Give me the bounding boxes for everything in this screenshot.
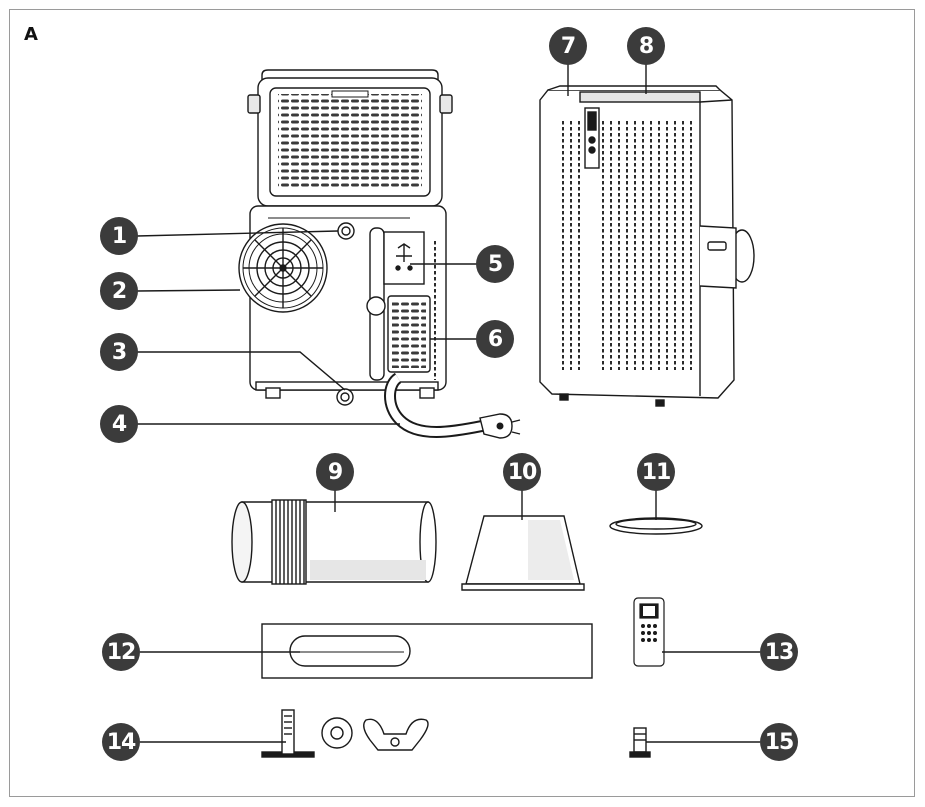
callout-9: 9 [316,453,354,491]
leader-lines [136,64,760,743]
figure-frame [9,9,915,797]
callout-2: 2 [100,272,138,310]
callout-15: 15 [760,723,798,761]
unit-back-view [238,69,453,406]
callout-3: 3 [100,333,138,371]
callout-5: 5 [476,245,514,283]
callout-11: 11 [637,453,675,491]
window-slide-plate [261,623,593,679]
air-inlet-symbol-icon [396,243,412,262]
callout-6: 6 [476,320,514,358]
screw [629,727,651,758]
panel-label: A [24,24,38,45]
callout-10: 10 [503,453,541,491]
exhaust-hose [231,499,437,585]
callout-4: 4 [100,405,138,443]
callout-13: 13 [760,633,798,671]
callout-12: 12 [102,633,140,671]
fan-grille [238,223,328,313]
callout-14: 14 [102,723,140,761]
mounting-kit [261,709,429,758]
unit-front-view [539,85,755,407]
remote-control [633,597,665,667]
callout-7: 7 [549,27,587,65]
callout-1: 1 [100,217,138,255]
window-adapter [461,515,585,591]
hose-ring [609,517,703,535]
power-cable [384,372,521,439]
callout-8: 8 [627,27,665,65]
